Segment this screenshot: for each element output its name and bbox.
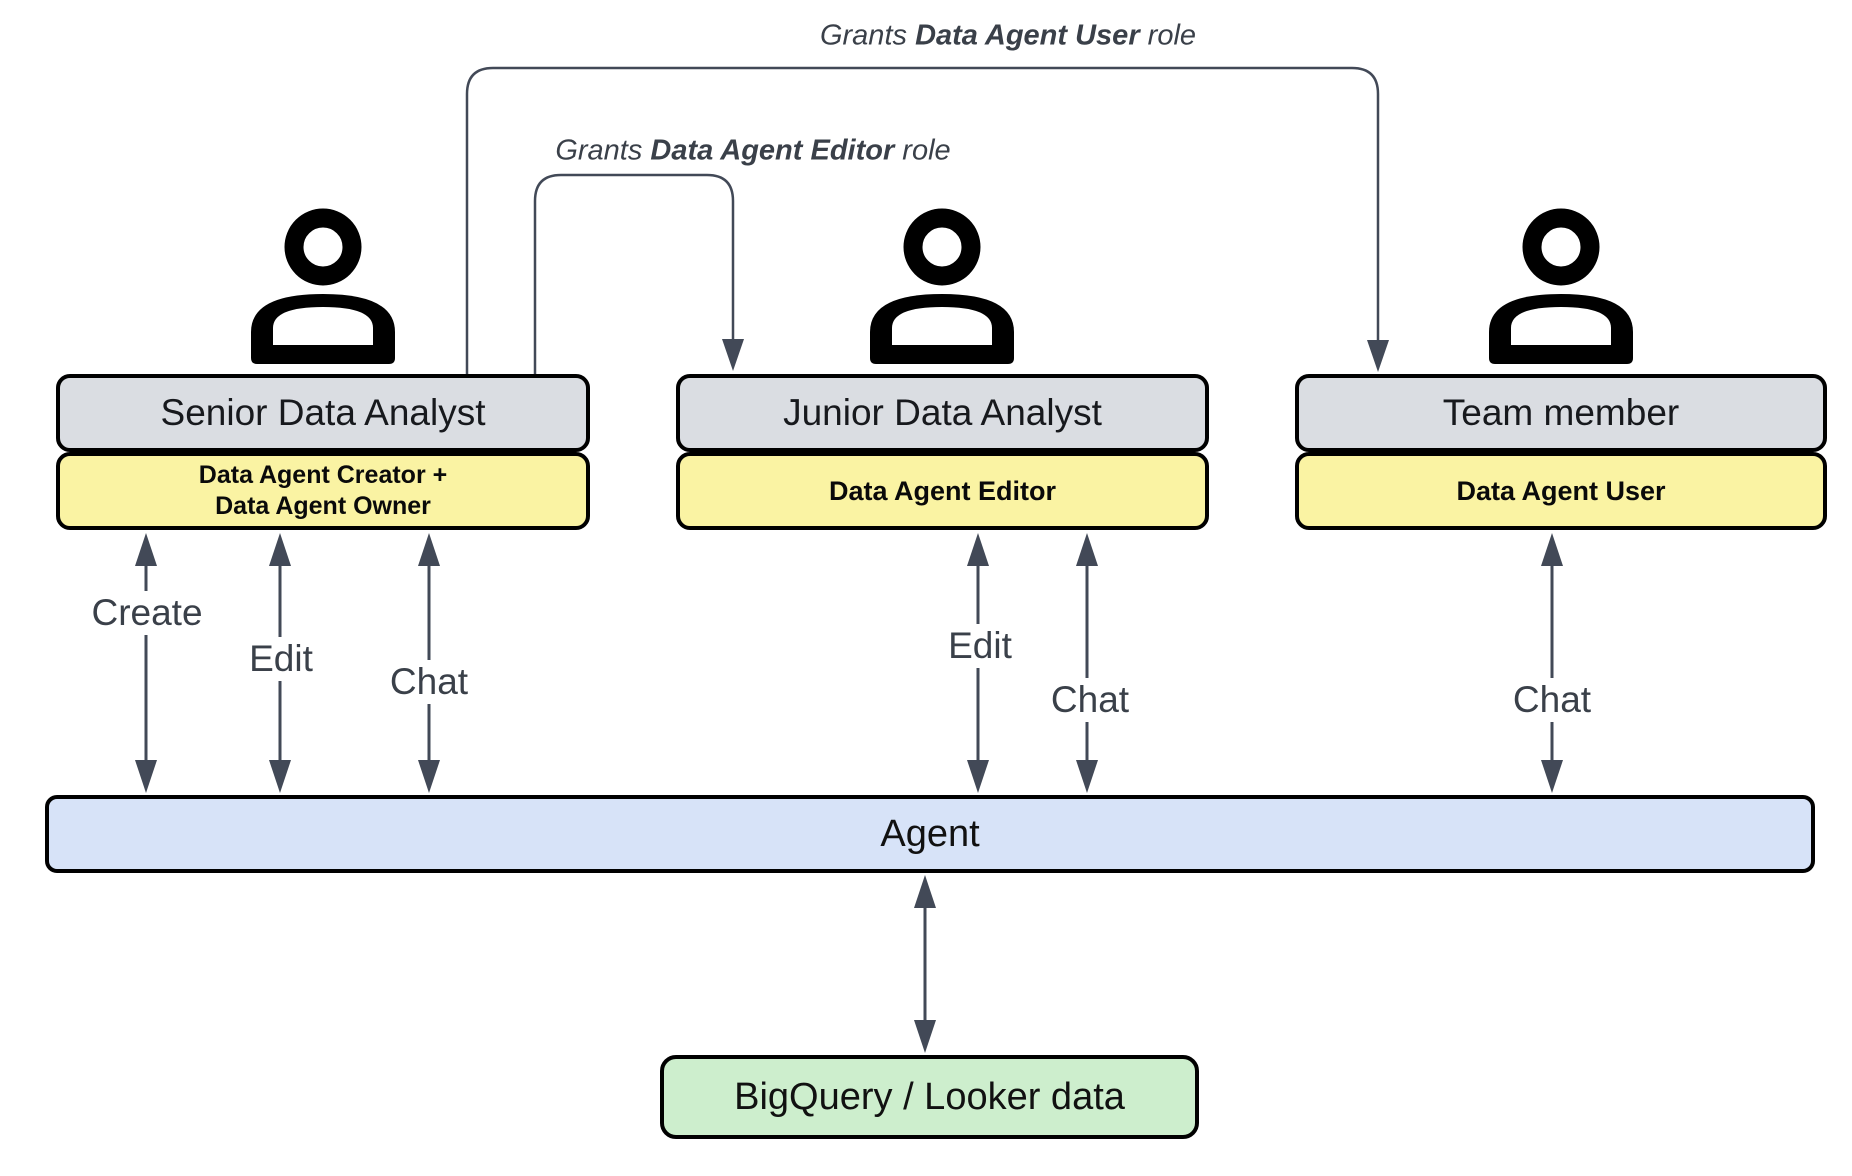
actor-name: Junior Data Analyst — [783, 392, 1102, 433]
arrowhead-icon — [135, 533, 157, 566]
grant-label-suffix: role — [1139, 19, 1197, 52]
actor-name-box-team: Team member — [1295, 374, 1827, 452]
person-icon — [870, 218, 1014, 364]
connector-grant-user — [465, 66, 1389, 374]
arrowhead-icon — [1367, 340, 1389, 372]
person-icon — [1489, 218, 1633, 364]
datasource-label: BigQuery / Looker data — [734, 1075, 1125, 1118]
agent-label: Agent — [880, 812, 980, 855]
agent-bar: Agent — [45, 795, 1815, 873]
role-line: Data Agent User — [1456, 475, 1666, 506]
arrowhead-icon — [967, 533, 989, 566]
role-line: Data Agent Owner — [215, 492, 431, 520]
action-label-chat-senior: Chat — [381, 660, 477, 704]
action-label-chat-team: Chat — [1504, 678, 1600, 722]
actor-role-box-team: Data Agent User — [1295, 452, 1827, 530]
action-label-chat-junior: Chat — [1042, 678, 1138, 722]
action-arrow-chat-junior — [1076, 533, 1098, 793]
grant-label-role: Data Agent Editor — [650, 134, 895, 167]
grant-label-prefix: Grants — [555, 134, 651, 167]
arrowhead-icon — [914, 875, 936, 908]
role-line: Data Agent Creator + — [198, 460, 448, 489]
grant-label-prefix: Grants — [819, 19, 916, 52]
agent-datasource-arrow — [914, 875, 936, 1053]
role-line: Data Agent Editor — [828, 475, 1056, 506]
arrowhead-icon — [914, 1020, 936, 1053]
action-label-edit-senior: Edit — [241, 637, 321, 681]
person-icon — [251, 218, 395, 364]
arrowhead-icon — [1076, 533, 1098, 566]
arrowhead-icon — [1076, 760, 1098, 793]
arrowhead-icon — [418, 533, 440, 566]
actor-name: Senior Data Analyst — [160, 392, 486, 433]
actor-role-box-senior: Data Agent Creator + Data Agent Owner — [56, 452, 590, 530]
arrowhead-icon — [418, 760, 440, 793]
arrowhead-icon — [967, 760, 989, 793]
actor-name: Team member — [1442, 392, 1680, 433]
grant-user-role-label: Grants Data Agent User role — [811, 18, 1205, 54]
arrowhead-icon — [269, 533, 291, 566]
grant-editor-role-label: Grants Data Agent Editor role — [547, 133, 959, 169]
actor-name-box-senior: Senior Data Analyst — [56, 374, 590, 452]
arrowhead-icon — [135, 760, 157, 793]
action-arrow-create-senior — [135, 533, 157, 793]
connector-grant-editor — [533, 173, 744, 374]
arrowhead-icon — [269, 760, 291, 793]
action-arrow-chat-team — [1541, 533, 1563, 793]
arrowhead-icon — [1541, 760, 1563, 793]
arrowhead-icon — [1541, 533, 1563, 566]
actor-name-box-junior: Junior Data Analyst — [676, 374, 1209, 452]
actor-role-box-junior: Data Agent Editor — [676, 452, 1209, 530]
datasource-box: BigQuery / Looker data — [660, 1055, 1199, 1139]
grant-label-role: Data Agent User — [915, 19, 1140, 52]
action-label-create-senior: Create — [83, 591, 211, 635]
grant-label-suffix: role — [894, 134, 951, 167]
arrowhead-icon — [722, 339, 744, 371]
action-label-edit-junior: Edit — [940, 624, 1020, 668]
